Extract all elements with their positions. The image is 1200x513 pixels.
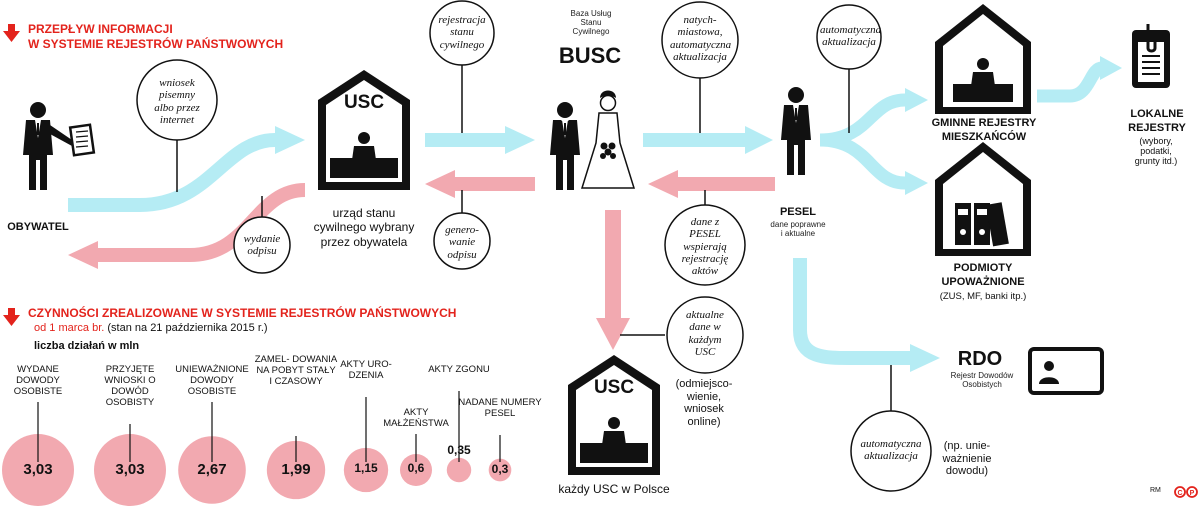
document-clip-icon — [1132, 24, 1170, 88]
lokalne-caption: (wybory, podatki, grunty itd.) — [1134, 136, 1178, 167]
id-card-icon — [1028, 347, 1104, 395]
svg-text:P: P — [1190, 490, 1195, 497]
bubble-auto-top: automatyczna aktualizacja — [820, 24, 882, 49]
bubble-rejestracja: rejestracja stanu cywilnego — [438, 14, 486, 51]
bubble-value-3: 1,99 — [281, 461, 311, 478]
bubble-generowanie: genero- wanie odpisu — [445, 224, 479, 261]
bubble-value-5: 0,6 — [407, 461, 425, 475]
bubble-natychmiastowa: natych- miastowa, automatyczna aktualiza… — [670, 14, 732, 63]
podmioty-caption: (ZUS, MF, banki itp.) — [939, 291, 1027, 302]
bubble-value-7: 0,3 — [491, 462, 509, 476]
stats-subtitle-note: (stan na 21 października 2015 r.) — [107, 322, 268, 334]
busc-full-name: Baza Usług Stanu Cywilnego — [570, 9, 612, 36]
usc-top-caption: urząd stanu cywilnego wybrany przez obyw… — [313, 206, 415, 249]
usc-top-label: USC — [343, 92, 385, 113]
usc-bottom-label: USC — [593, 377, 635, 398]
bubble-value-2: 2,67 — [197, 461, 227, 478]
bubble-category-1: PRZYJĘTE WNIOSKI O DOWÓD OSOBISTY — [104, 364, 156, 408]
bubble-wniosek: wniosek pisemny albo przez internet — [154, 77, 200, 126]
stats-unit: liczba działań w mln — [34, 340, 140, 352]
gminne-label: GMINNE REJESTRY MIESZKAŃCÓW — [931, 117, 1037, 143]
wedding-couple-icon — [550, 90, 636, 190]
bubble-value-6: 0,35 — [447, 442, 471, 457]
lokalne-label: LOKALNE REJESTRY — [1128, 108, 1186, 134]
bubble-6 — [446, 457, 472, 483]
cyan-flows — [68, 56, 1122, 372]
usc-bottom-caption: każdy USC w Polsce — [558, 482, 670, 496]
podmioty-house-icon — [935, 142, 1031, 256]
bubble-category-4: AKTY URO- DZENIA — [340, 359, 392, 381]
note-uniewaznienie: (np. unie- ważnienie dowodu) — [942, 440, 992, 478]
pesel-caption: dane poprawne i aktualne — [770, 220, 826, 238]
bubble-aktualne: aktualne dane w każdym USC — [686, 309, 724, 358]
label-obywatel: OBYWATEL — [7, 221, 69, 233]
stats-subtitle-date: od 1 marca br. — [34, 322, 105, 334]
bubble-2 — [178, 436, 246, 504]
bubble-value-1: 3,03 — [115, 461, 145, 478]
header-title: PRZEPŁYW INFORMACJI W SYSTEMIE REJESTRÓW… — [28, 22, 284, 51]
bubble-category-3: ZAMEL- DOWANIA NA POBYT STAŁY I CZASOWY — [254, 354, 338, 387]
bubble-category-6: AKTY ZGONU — [428, 364, 490, 375]
footer-credit: RM — [1150, 487, 1161, 494]
bubble-1 — [94, 434, 166, 506]
red-arrow-icon-2 — [3, 308, 20, 326]
red-arrow-icon — [3, 24, 20, 42]
arrow-to-pesel — [745, 126, 773, 154]
arrow-to-usc — [275, 126, 305, 154]
arrow-to-obywatel — [68, 241, 98, 269]
stats-title: CZYNNOŚCI ZREALIZOWANE W SYSTEMIE REJEST… — [28, 306, 457, 320]
arrow-to-usc-bottom — [596, 318, 630, 350]
bubble-category-5: AKTY MAŁŻEŃSTWA — [383, 407, 449, 429]
bubble-value-0: 3,03 — [23, 461, 53, 478]
bubble-4 — [343, 447, 389, 493]
arrow-to-rdo — [910, 344, 940, 372]
bubble-dane-pesel: dane z PESEL wspierają rejestrację aktów — [681, 216, 729, 278]
bubble-chart — [2, 391, 512, 506]
bubble-5 — [399, 453, 433, 487]
bubble-7 — [488, 458, 512, 482]
usc-bottom-house-icon — [568, 355, 660, 475]
obywatel-icon — [23, 102, 96, 190]
bubble-3 — [266, 440, 326, 500]
bubble-auto-bottom: automatyczna aktualizacja — [860, 438, 922, 463]
busc-label: BUSC — [558, 43, 622, 68]
bubble-value-4: 1,15 — [354, 461, 378, 475]
note-odmiejscowienie: (odmiejsco- wienie, wniosek online) — [675, 378, 733, 428]
bubble-wydanie: wydanie odpisu — [243, 233, 281, 258]
pesel-label: PESEL — [779, 206, 817, 218]
pesel-person-icon — [781, 87, 811, 175]
stats-subtitle: od 1 marca br. (stan na 21 października … — [34, 322, 268, 334]
bubble-category-7: NADANE NUMERY PESEL — [458, 397, 542, 419]
arrow-to-busc — [505, 126, 535, 154]
bubble-0 — [2, 434, 74, 506]
rdo-caption: Rejestr Dowodów Osobistych — [950, 371, 1014, 389]
copyright-marks-icon: C P — [1174, 486, 1198, 498]
usc-top-house-icon — [318, 70, 410, 190]
gminne-house-icon — [935, 4, 1031, 114]
bubble-category-0: WYDANE DOWODY OSOBISTE — [13, 364, 63, 397]
svg-text:C: C — [1177, 490, 1182, 497]
podmioty-label: PODMIOTY UPOWAŻNIONE — [941, 262, 1025, 288]
bubble-category-2: UNIEWAŻNIONE DOWODY OSOBISTE — [175, 364, 249, 397]
rdo-label: RDO — [957, 348, 1003, 370]
